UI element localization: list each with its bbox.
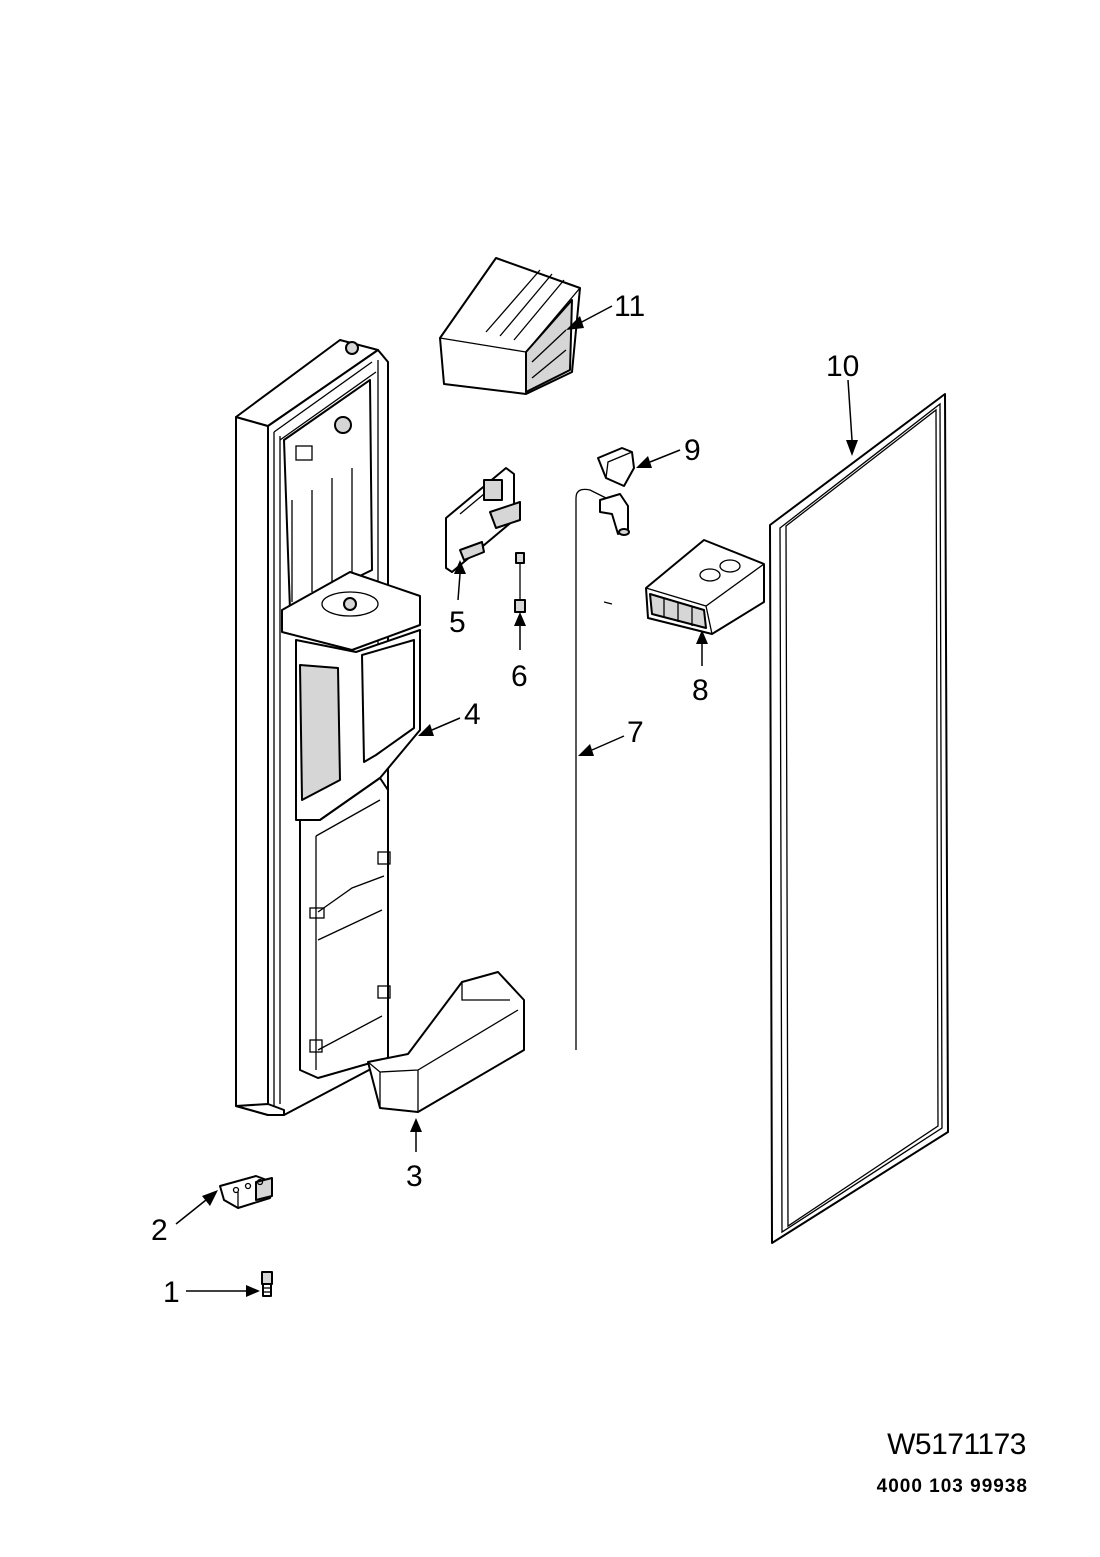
callout-1: 1 <box>163 1276 180 1309</box>
callout-5: 5 <box>449 606 466 639</box>
control-board <box>445 467 521 573</box>
ice-bucket-cover <box>439 257 581 395</box>
water-tube <box>575 488 607 1050</box>
wire-harness <box>514 552 526 613</box>
door-gasket <box>769 393 949 1244</box>
document-code: W5171173 <box>887 1428 1026 1461</box>
chute-flap <box>597 447 635 487</box>
door-shelf <box>367 971 525 1113</box>
callout-10: 10 <box>826 350 859 383</box>
water-fitting <box>599 493 630 536</box>
callout-11: 11 <box>614 290 645 323</box>
callout-9: 9 <box>684 434 701 467</box>
part-number: 4000 103 99938 <box>876 1476 1028 1497</box>
callout-8: 8 <box>692 674 709 707</box>
callout-3: 3 <box>406 1160 423 1193</box>
callout-7: 7 <box>627 716 644 749</box>
hinge <box>219 1175 273 1209</box>
leader-lines <box>175 305 858 1297</box>
ice-chute-housing <box>603 539 765 635</box>
callout-6: 6 <box>511 660 528 693</box>
door-panel <box>235 339 421 1116</box>
callout-2: 2 <box>151 1214 168 1247</box>
screw <box>261 1271 273 1297</box>
callout-labels: 11 10 9 5 6 8 4 7 3 2 1 <box>151 290 859 1309</box>
callout-4: 4 <box>464 698 481 731</box>
